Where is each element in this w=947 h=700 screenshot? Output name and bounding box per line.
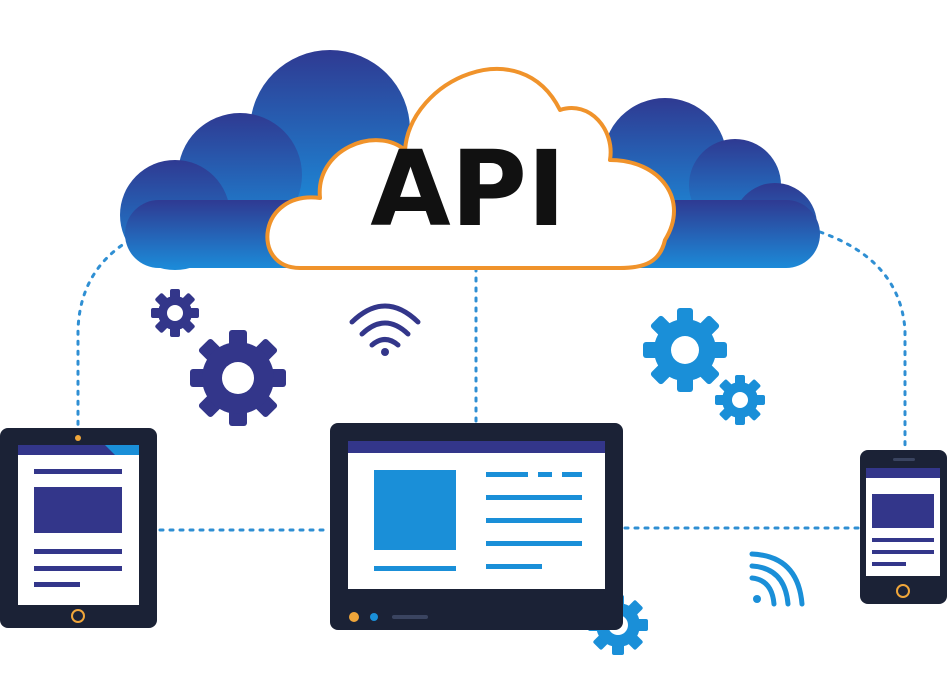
laptop-power-light xyxy=(349,612,359,622)
tablet-device xyxy=(0,428,157,628)
laptop-status-light xyxy=(370,613,378,621)
tablet-camera xyxy=(75,435,81,441)
smartphone-device xyxy=(860,450,947,604)
gear-icon xyxy=(151,289,199,337)
connector-lines xyxy=(76,230,907,532)
gear-icon xyxy=(190,330,286,426)
api-cloud: API xyxy=(265,67,676,270)
connector-cloud-to-tablet xyxy=(76,238,132,432)
tablet-home-button xyxy=(71,609,85,623)
gear-icon xyxy=(715,375,765,425)
connector-cloud-to-phone xyxy=(818,230,907,457)
smartphone-home-button xyxy=(896,584,910,598)
gear-icon xyxy=(643,308,727,392)
laptop-device xyxy=(330,423,623,630)
api-label: API xyxy=(370,128,565,250)
signal-waves-icon xyxy=(749,551,805,607)
wifi-icon xyxy=(349,303,421,356)
